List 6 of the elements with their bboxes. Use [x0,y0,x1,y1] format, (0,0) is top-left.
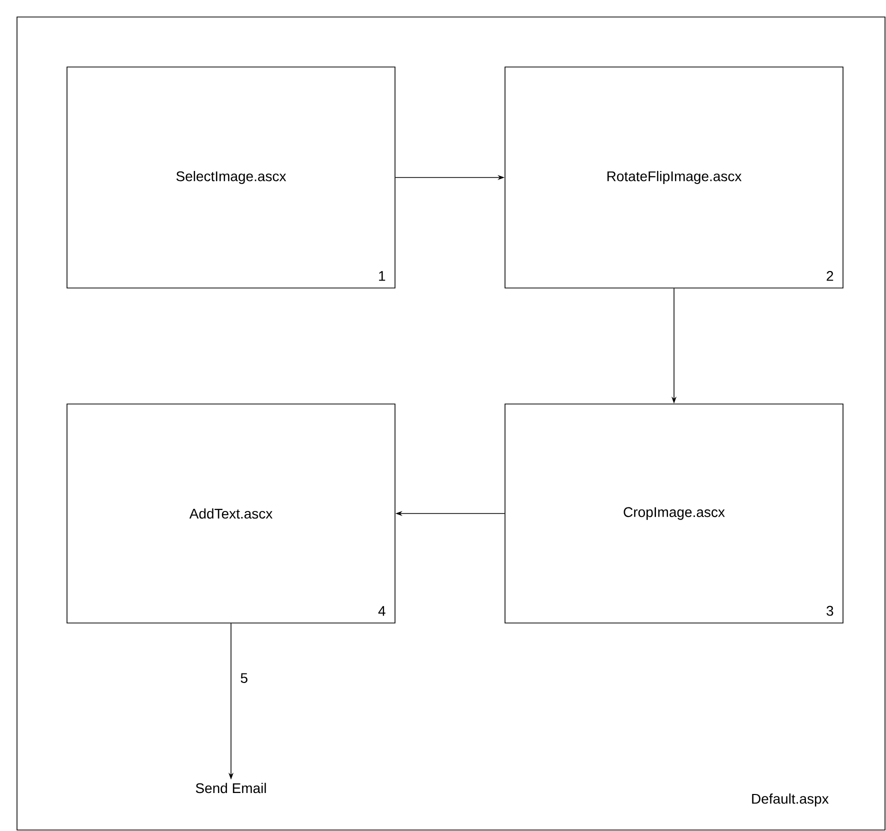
edge-label: 5 [239,672,249,684]
process-box: CropImage.ascx 3 [504,404,844,624]
process-box: AddText.ascx 4 [66,404,396,624]
process-box: RotateFlipImage.ascx 2 [504,66,844,288]
output-label: Send Email [196,782,266,794]
process-box: SelectImage.ascx 1 [66,66,396,288]
